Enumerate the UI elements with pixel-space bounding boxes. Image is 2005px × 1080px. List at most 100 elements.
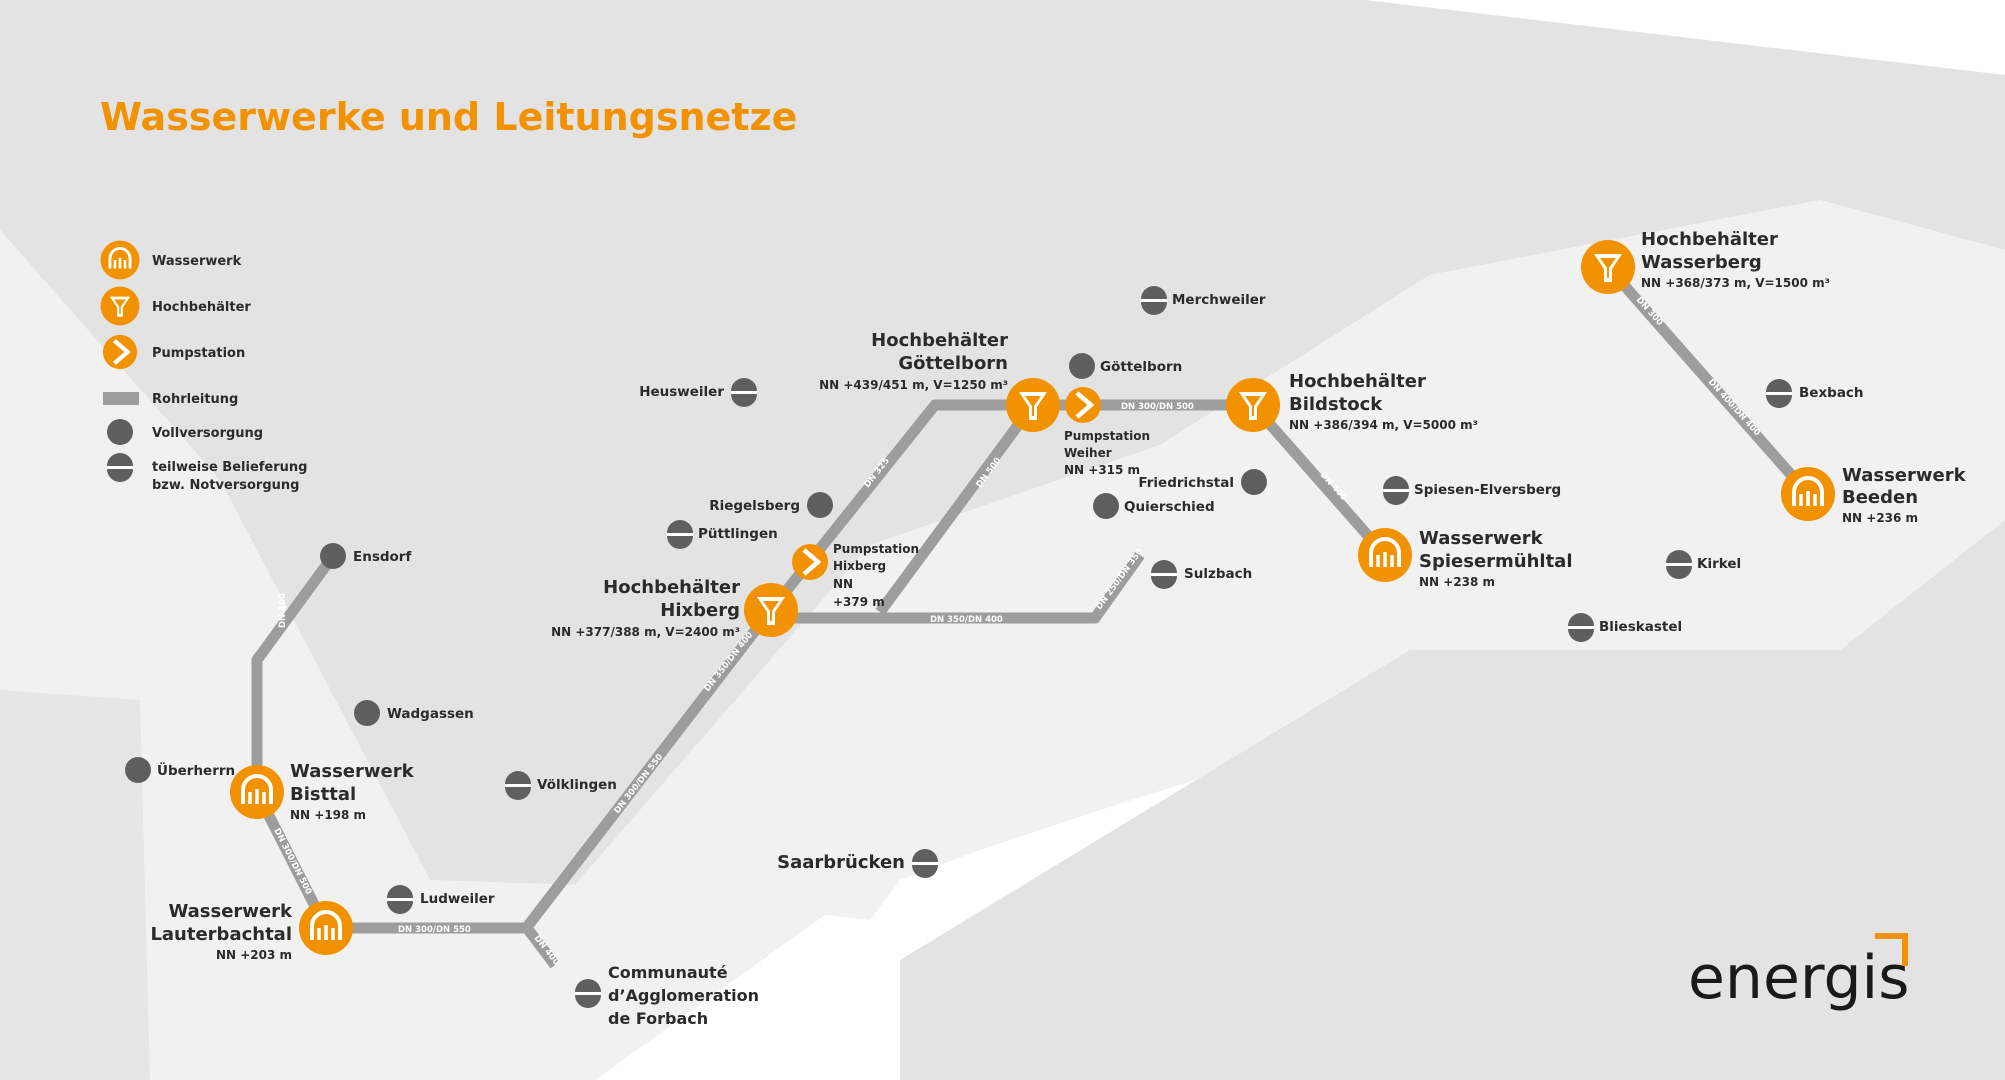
town-forbach-3: de Forbach (608, 1009, 708, 1028)
hb-wasserberg-label-2: Wasserberg (1641, 252, 1762, 273)
town-puettlingen: Püttlingen (698, 526, 778, 542)
hb-bildstock-label-2: Bildstock (1289, 394, 1383, 415)
ww-bisttal-label-1: Wasserwerk (290, 761, 415, 782)
partial-supply-icon[interactable] (1141, 286, 1167, 315)
full-supply-icon[interactable] (125, 757, 151, 783)
town-blieskastel: Blieskastel (1599, 619, 1682, 635)
hb-hixberg-label-1: Hochbehälter (603, 577, 740, 598)
pipe-label: DN 300/DN 550 (398, 925, 471, 935)
partial-supply-icon[interactable] (505, 771, 531, 800)
town-ludweiler: Ludweiler (420, 891, 495, 907)
town-sulzbach: Sulzbach (1184, 566, 1252, 582)
pipe-label: DN 300/DN 500 (1121, 402, 1194, 412)
pipe-label: DN 350/DN 400 (930, 615, 1003, 625)
pipe-hixberg-goettelborn (766, 399, 1033, 614)
ww-beeden-label-1: Wasserwerk (1842, 465, 1967, 486)
partial-supply-icon[interactable] (731, 378, 757, 407)
full-supply-icon[interactable] (807, 492, 833, 518)
hb-wasserberg-label-1: Hochbehälter (1641, 229, 1778, 250)
waterworks-icon[interactable] (1356, 526, 1414, 584)
legend-vollversorgung: Vollversorgung (152, 426, 263, 441)
full-supply-icon[interactable] (1093, 493, 1119, 519)
ww-lauterbachtal-label-1: Wasserwerk (168, 901, 293, 922)
ww-spiesermuehltal-label-1: Wasserwerk (1419, 528, 1544, 549)
waterworks-icon[interactable] (297, 899, 355, 957)
legend-hochbehaelter: Hochbehälter (152, 300, 251, 315)
legend-teilweise-2: bzw. Notversorgung (152, 478, 299, 493)
pump-icon (103, 335, 137, 369)
pipe-label: DN 400 (278, 593, 288, 628)
ww-bisttal-info: NN +198 m (290, 808, 366, 822)
pipelines (251, 263, 1813, 969)
hb-hixberg-label-2: Hixberg (660, 600, 740, 621)
tower-icon[interactable] (744, 583, 798, 637)
page-title: Wasserwerke und Leitungsnetze (100, 95, 797, 139)
partial-supply-icon[interactable] (1766, 379, 1792, 408)
ps-hixberg-label-1: Pumpstation (833, 542, 919, 556)
full-supply-icon[interactable] (354, 700, 380, 726)
ps-weiher-info: NN +315 m (1064, 463, 1140, 477)
partial-supply-icon[interactable] (575, 979, 601, 1008)
pipe-hixberg-goettelborn-2 (875, 401, 1038, 616)
region-lower-left (0, 690, 150, 1080)
ww-spiesermuehltal-info: NN +238 m (1419, 575, 1495, 589)
full-supply-icon[interactable] (1241, 469, 1267, 495)
town-bexbach: Bexbach (1799, 385, 1864, 401)
pipe-bisttal-ensdorf (251, 552, 338, 792)
waterworks-icon[interactable] (1779, 465, 1837, 523)
tower-icon[interactable] (1006, 378, 1060, 432)
ww-beeden-info: NN +236 m (1842, 511, 1918, 525)
region-lower-right (900, 520, 2005, 1080)
partial-supply-icon[interactable] (1666, 550, 1692, 579)
pump-icon[interactable] (792, 544, 828, 580)
ww-lauterbachtal-label-2: Lauterbachtal (150, 924, 292, 945)
town-spiesen: Spiesen-Elversberg (1414, 482, 1561, 498)
partial-supply-icon[interactable] (912, 849, 938, 878)
town-forbach-1: Communauté (608, 963, 728, 982)
pipe-hixberg-sulzbach (771, 551, 1145, 624)
pipe-wasserberg-beeden (1603, 263, 1813, 498)
pipe-bildstock-spiesermuehltal (1248, 401, 1390, 559)
full-supply-icon[interactable] (320, 543, 346, 569)
hb-bildstock-label-1: Hochbehälter (1289, 371, 1426, 392)
partial-supply-icon[interactable] (1151, 560, 1177, 589)
ww-spiesermuehltal-label-2: Spiesermühltal (1419, 551, 1573, 572)
town-merchweiler: Merchweiler (1172, 292, 1266, 308)
ps-weiher-label-2: Weiher (1064, 446, 1112, 460)
waterworks-icon[interactable] (228, 763, 286, 821)
partial-supply-icon[interactable] (667, 520, 693, 549)
ps-weiher-label-1: Pumpstation (1064, 429, 1150, 443)
hb-bildstock-info: NN +386/394 m, V=5000 m³ (1289, 418, 1478, 432)
town-voelklingen: Völklingen (537, 777, 617, 793)
pipe-hixberg-southwest (522, 606, 776, 931)
hb-wasserberg-info: NN +368/373 m, V=1500 m³ (1641, 276, 1830, 290)
town-ueberherrn: Überherrn (157, 761, 235, 779)
ww-bisttal-label-2: Bisttal (290, 784, 356, 805)
pipe-swatch (103, 392, 139, 405)
pump-icon[interactable] (1065, 387, 1101, 423)
full-supply-icon[interactable] (1069, 353, 1095, 379)
towns: Merchweiler Göttelborn Heusweiler Friedr… (125, 286, 1864, 1028)
tower-icon[interactable] (1581, 240, 1635, 294)
legend-teilweise-1: teilweise Belieferung (152, 460, 307, 475)
town-goettelborn: Göttelborn (1100, 359, 1182, 375)
tower-icon[interactable] (1226, 378, 1280, 432)
town-heusweiler: Heusweiler (639, 384, 724, 400)
legend: Wasserwerk Hochbehälter Pumpstation Rohr… (99, 239, 307, 493)
legend-rohrleitung: Rohrleitung (152, 392, 238, 407)
town-forbach-2: d’Agglomeration (608, 986, 759, 1005)
partial-supply-icon (107, 453, 133, 482)
partial-supply-icon[interactable] (1383, 476, 1409, 505)
town-wadgassen: Wadgassen (387, 706, 474, 722)
hb-goettelborn-info: NN +439/451 m, V=1250 m³ (819, 378, 1008, 392)
facility-labels: Hochbehälter Göttelborn NN +439/451 m, V… (150, 229, 1966, 962)
partial-supply-icon[interactable] (1568, 613, 1594, 642)
town-quierschied: Quierschied (1124, 499, 1215, 515)
brand-corner-mark (1875, 933, 1908, 966)
town-kirkel: Kirkel (1697, 556, 1741, 572)
hb-goettelborn-label-1: Hochbehälter (871, 330, 1008, 351)
partial-supply-icon[interactable] (387, 885, 413, 914)
legend-wasserwerk: Wasserwerk (152, 254, 242, 269)
hb-goettelborn-label-2: Göttelborn (898, 353, 1008, 374)
